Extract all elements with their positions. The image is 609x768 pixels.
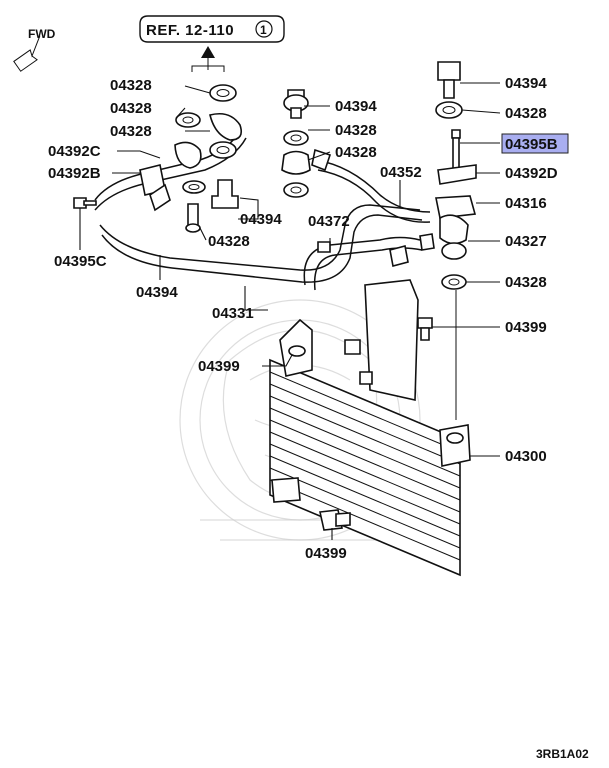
center-fittings: [281, 89, 332, 253]
label-04328-right-a: 04328: [505, 105, 547, 122]
cooler-pipes: [94, 129, 431, 291]
right-bolt-04399: [417, 317, 433, 341]
label-04328-a: 04328: [110, 77, 152, 94]
left-fittings: [73, 84, 243, 233]
label-04327: 04327: [505, 233, 547, 250]
reference-text: REF. 12-110: [146, 22, 234, 39]
label-04392c: 04392C: [48, 143, 101, 160]
reference-index: 1: [260, 23, 267, 37]
drawing-code: 3RB1A02: [536, 747, 589, 761]
part-labels: 04328 04328 04328 04392C 04392B 04395C 0…: [48, 75, 589, 761]
label-04399-bottom: 04399: [305, 545, 347, 562]
label-04352: 04352: [380, 164, 422, 181]
label-04316: 04316: [505, 195, 547, 212]
reference-box: REF. 12-110 1: [139, 15, 285, 72]
leader-lines: [79, 82, 501, 540]
label-04394-left: 04394: [136, 284, 178, 301]
label-04328-center-low: 04328: [208, 233, 250, 250]
label-04392d: 04392D: [505, 165, 558, 182]
right-fittings: [389, 61, 477, 420]
label-04399-left: 04399: [198, 358, 240, 375]
label-04395c: 04395C: [54, 253, 107, 270]
fwd-label: FWD: [28, 27, 56, 41]
label-04372: 04372: [308, 213, 350, 230]
label-04328-mid-b: 04328: [335, 144, 377, 161]
label-04328-mid-a: 04328: [335, 122, 377, 139]
label-04331: 04331: [212, 305, 254, 322]
label-04395b: 04395B: [505, 136, 558, 153]
label-04394-mid: 04394: [335, 98, 377, 115]
label-04399-right: 04399: [505, 319, 547, 336]
label-04328-right-b: 04328: [505, 274, 547, 291]
fwd-arrow-icon: FWD: [13, 27, 56, 72]
label-04394-center: 04394: [240, 211, 282, 228]
label-04328-b: 04328: [110, 100, 152, 117]
label-04394-right: 04394: [505, 75, 547, 92]
label-04328-c: 04328: [110, 123, 152, 140]
bottom-bolt: [319, 509, 351, 531]
label-04300: 04300: [505, 448, 547, 465]
highlight-04395b: [501, 133, 569, 154]
label-04392b: 04392B: [48, 165, 101, 182]
oil-cooler-core: [269, 279, 471, 577]
